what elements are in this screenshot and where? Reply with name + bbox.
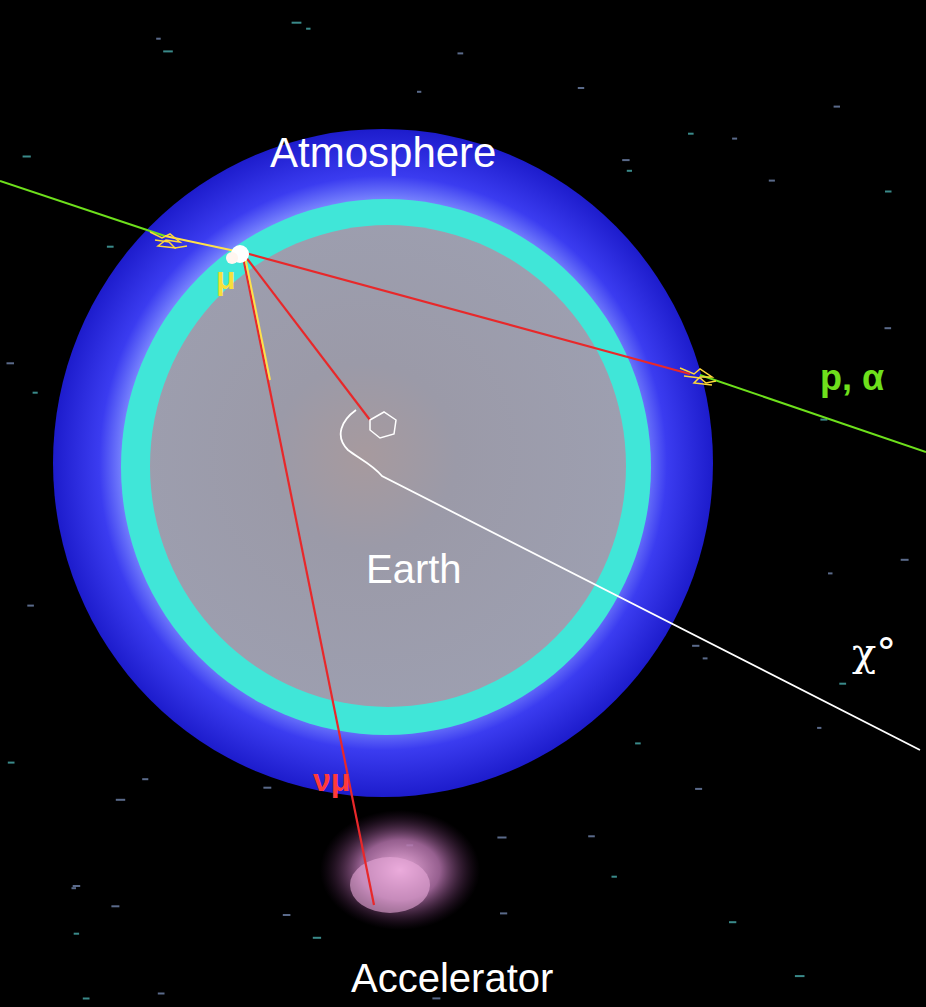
atmosphere-disc	[53, 129, 713, 797]
star	[283, 914, 291, 916]
star	[612, 876, 617, 878]
particle-label: μ	[216, 262, 236, 294]
cosmic-ray-track	[700, 375, 926, 452]
star	[497, 837, 506, 839]
star	[901, 559, 909, 561]
star	[622, 159, 629, 161]
star	[306, 28, 310, 30]
star	[116, 799, 125, 801]
star	[73, 885, 81, 887]
star	[885, 191, 892, 193]
star	[885, 327, 892, 329]
star	[33, 392, 38, 394]
star	[839, 683, 846, 685]
star	[500, 912, 507, 914]
star	[795, 975, 805, 977]
star	[732, 138, 737, 140]
star	[417, 91, 421, 93]
air-shower	[150, 232, 716, 385]
particle-label: χ°	[852, 632, 896, 672]
star	[142, 778, 148, 780]
wimp-track	[341, 410, 920, 750]
star	[111, 905, 119, 907]
star	[578, 87, 584, 89]
star	[695, 788, 702, 790]
star	[313, 937, 321, 939]
earth-disc	[150, 225, 626, 707]
star	[688, 133, 694, 135]
particle-track	[242, 252, 690, 374]
star	[74, 933, 79, 935]
star	[163, 50, 173, 52]
source-label: Accelerator	[351, 958, 553, 998]
star	[263, 787, 271, 789]
star	[158, 993, 165, 995]
particle-track	[242, 252, 370, 420]
star-field	[7, 22, 909, 1000]
neutrino-track	[242, 252, 374, 905]
star	[458, 52, 464, 54]
star	[635, 742, 641, 744]
particle-label: p, α	[820, 360, 884, 396]
accelerator-nebula	[320, 810, 480, 930]
star	[692, 645, 699, 647]
star	[107, 246, 114, 248]
star	[72, 887, 77, 889]
star	[23, 156, 31, 158]
earth-region: Earth	[150, 225, 626, 707]
star	[817, 727, 821, 729]
star	[769, 180, 775, 182]
star	[588, 835, 595, 837]
star	[729, 921, 736, 923]
star	[703, 657, 708, 659]
star	[27, 605, 34, 607]
muon-track	[244, 252, 270, 380]
star	[834, 106, 840, 108]
atmosphere-band: AtmosphereEarth	[53, 129, 713, 797]
atmosphere-inner-ring	[121, 199, 651, 735]
star	[156, 38, 161, 40]
cosmic-ray-track	[0, 181, 165, 236]
region-label: Earth	[366, 549, 462, 589]
star	[8, 762, 15, 764]
region-label: Atmosphere	[270, 132, 496, 174]
wimp-orbit	[370, 412, 396, 438]
particle-label: νμ	[313, 764, 350, 796]
star	[7, 362, 15, 364]
accelerator-core	[350, 857, 430, 913]
star	[627, 170, 632, 172]
star	[83, 998, 90, 1000]
star	[828, 572, 833, 574]
star	[292, 22, 302, 24]
